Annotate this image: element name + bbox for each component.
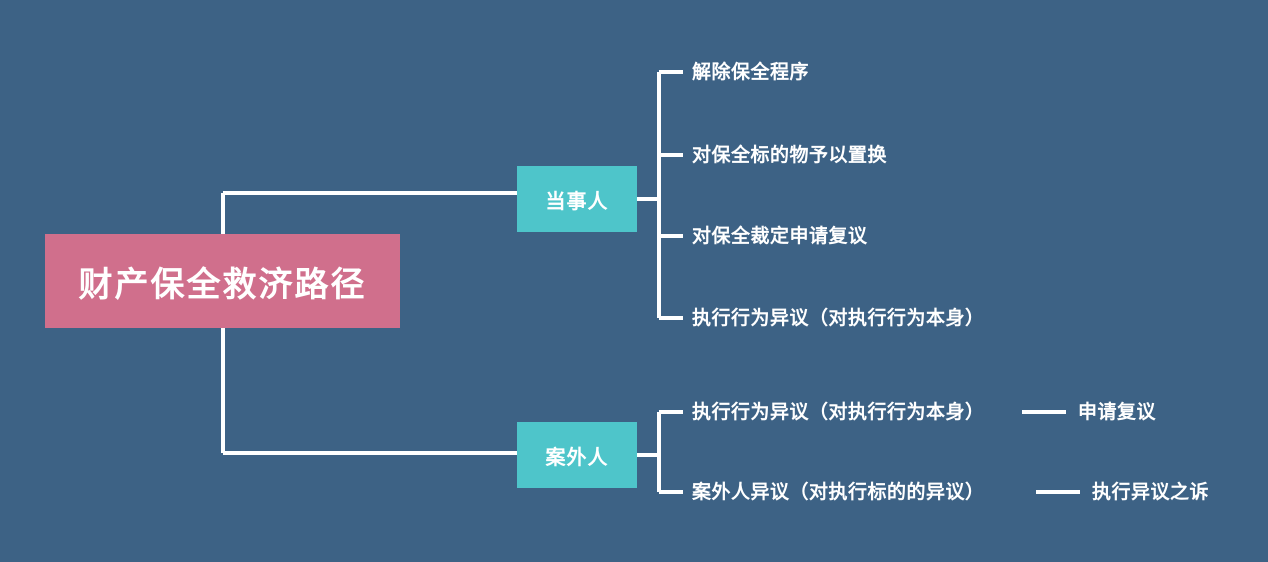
root-node-label: 财产保全救济路径	[78, 265, 367, 304]
leaf-party-1[interactable]: 解除保全程序	[692, 62, 810, 83]
leaf-outsider-2[interactable]: 案外人异议（对执行标的的异议）	[692, 482, 985, 503]
branch-node-outsider[interactable]: 案外人	[517, 422, 637, 488]
sub-leaf-outsider-1-1[interactable]: 申请复议	[1078, 402, 1157, 423]
branch-node-party[interactable]: 当事人	[517, 166, 637, 232]
leaf-party-3[interactable]: 对保全裁定申请复议	[692, 226, 868, 247]
sub-leaf-outsider-2-1[interactable]: 执行异议之诉	[1092, 482, 1210, 503]
leaf-outsider-1[interactable]: 执行行为异议（对执行行为本身）	[692, 402, 985, 423]
leaf-party-2[interactable]: 对保全标的物予以置换	[692, 145, 888, 166]
branch-node-outsider-label: 案外人	[545, 446, 609, 469]
leaf-party-4[interactable]: 执行行为异议（对执行行为本身）	[692, 308, 985, 329]
branch-node-party-label: 当事人	[545, 190, 609, 213]
root-node[interactable]: 财产保全救济路径	[45, 234, 400, 328]
